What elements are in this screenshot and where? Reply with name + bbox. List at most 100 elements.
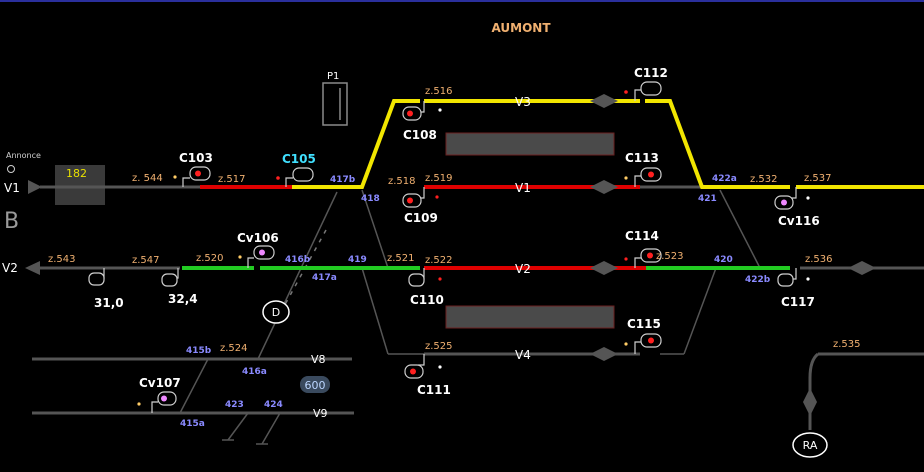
- zone-label-z525: z.525: [425, 341, 453, 352]
- circuit-label-415a: 415a: [180, 419, 205, 429]
- annonce-label: Annonce: [6, 151, 41, 160]
- signal-c110[interactable]: [408, 268, 442, 287]
- signal-c113[interactable]: [624, 167, 662, 187]
- signal-c114[interactable]: [624, 248, 662, 268]
- track-label-v1-platform: V1: [515, 181, 531, 195]
- train-counter-value: 182: [66, 167, 87, 180]
- ra-branch: [808, 352, 819, 430]
- signal-c115[interactable]: [624, 333, 662, 354]
- ra-button[interactable]: [792, 432, 828, 458]
- signal-label-c111: C111: [417, 383, 451, 397]
- signal-label-c108: C108: [403, 128, 437, 142]
- crossover-418: [361, 189, 389, 269]
- platform-upper: [445, 132, 615, 156]
- platform-lower: [445, 305, 615, 329]
- signal-cv116[interactable]: [774, 187, 810, 210]
- v2-arrow-right: [604, 261, 618, 275]
- signal-label-c109: C109: [404, 211, 438, 225]
- zone-label-z517: z.517: [218, 174, 246, 185]
- circuit-label-417b: 417b: [330, 175, 356, 185]
- signal-label-m324: 32,4: [168, 292, 198, 306]
- block-600-pill[interactable]: [300, 376, 330, 393]
- ra-track: [808, 352, 819, 430]
- zone-label-z536: z.536: [805, 254, 833, 265]
- circuit-label-417a: 417a: [312, 273, 337, 283]
- window-top-border: [0, 0, 924, 2]
- track-label-v2: V2: [2, 261, 18, 275]
- circuit-label-424: 424: [264, 400, 283, 410]
- zone-label-z520: z.520: [196, 253, 224, 264]
- zone-label-z516: z.516: [425, 86, 453, 97]
- route-yellow-left: [292, 99, 420, 189]
- zone-label-z522: z.522: [425, 255, 453, 266]
- signal-label-cv106: Cv106: [237, 231, 279, 245]
- signal-label-c114: C114: [625, 229, 659, 243]
- v3-arrow-left: [590, 94, 604, 108]
- zone-label-z519: z.519: [425, 173, 453, 184]
- p1-box[interactable]: [322, 82, 348, 126]
- signal-c108[interactable]: [402, 101, 442, 121]
- crossover-417-416a: [257, 191, 338, 360]
- v1-arrow-right: [604, 180, 618, 194]
- signal-c103[interactable]: [173, 166, 211, 187]
- signal-c109[interactable]: [402, 187, 439, 208]
- d-button-label: D: [272, 306, 280, 319]
- exit-arrow-right: [862, 261, 876, 275]
- track-label-v2-platform: V2: [515, 262, 531, 276]
- circuit-label-423: 423: [225, 400, 244, 410]
- zone-label-z544: z. 544: [132, 173, 163, 184]
- zone-label-z537: z.537: [804, 173, 832, 184]
- track-label-b: B: [4, 209, 19, 234]
- zone-label-z518: z.518: [388, 176, 416, 187]
- circuit-label-418: 418: [361, 194, 380, 204]
- signal-c112[interactable]: [624, 81, 662, 101]
- signal-cv106[interactable]: [238, 245, 275, 268]
- crossover-419-v4: [361, 267, 389, 355]
- zone-label-z524: z.524: [220, 343, 248, 354]
- zone-label-z523: z.523: [656, 251, 684, 262]
- signal-label-c110: C110: [410, 293, 444, 307]
- exit-arrow-left: [848, 261, 862, 275]
- zone-label-z535: z.535: [833, 339, 861, 350]
- ra-arrow-down: [803, 402, 817, 416]
- v4-arrow-left: [590, 347, 604, 361]
- signal-label-c112: C112: [634, 66, 668, 80]
- v2-arrow-left: [590, 261, 604, 275]
- circuit-label-415b: 415b: [186, 346, 212, 356]
- v2-exit-arrow: [25, 261, 40, 275]
- signal-c111[interactable]: [404, 354, 442, 379]
- siding-423: [227, 412, 249, 441]
- v4-arrow-right: [604, 347, 618, 361]
- signal-m310[interactable]: [88, 268, 105, 286]
- track-label-v9: V9: [313, 407, 328, 420]
- d-button[interactable]: [262, 300, 290, 324]
- train-counter-box: [55, 165, 105, 205]
- signal-label-cv116: Cv116: [778, 214, 820, 228]
- crossover-420: [683, 267, 717, 355]
- signal-c103-lamp: [195, 170, 201, 177]
- signal-c105[interactable]: [276, 167, 314, 187]
- block-600-label: 600: [305, 379, 326, 392]
- crossover-421-422b: [719, 189, 761, 269]
- station-title: AUMONT: [491, 21, 551, 35]
- track-label-v1: V1: [4, 181, 20, 195]
- signal-c117[interactable]: [777, 268, 810, 287]
- signal-label-cv107: Cv107: [139, 376, 181, 390]
- zone-label-z521: z.521: [387, 253, 415, 264]
- signal-cv107[interactable]: [137, 391, 177, 413]
- siding-424: [261, 412, 281, 445]
- track-label-v4: V4: [515, 348, 531, 362]
- circuit-label-422b: 422b: [745, 275, 771, 285]
- circuit-label-420: 420: [714, 255, 733, 265]
- signal-m324[interactable]: [161, 268, 179, 287]
- annonce-indicator-icon[interactable]: [7, 165, 15, 173]
- idle-tracks: [32, 185, 924, 415]
- zone-label-z532: z.532: [750, 174, 778, 185]
- v3-arrow-right: [604, 94, 618, 108]
- crossover-415b-415a: [179, 358, 209, 414]
- ra-button-label: RA: [803, 439, 818, 452]
- zone-label-z543: z.543: [48, 254, 76, 265]
- v1-entry-arrow: [28, 180, 42, 194]
